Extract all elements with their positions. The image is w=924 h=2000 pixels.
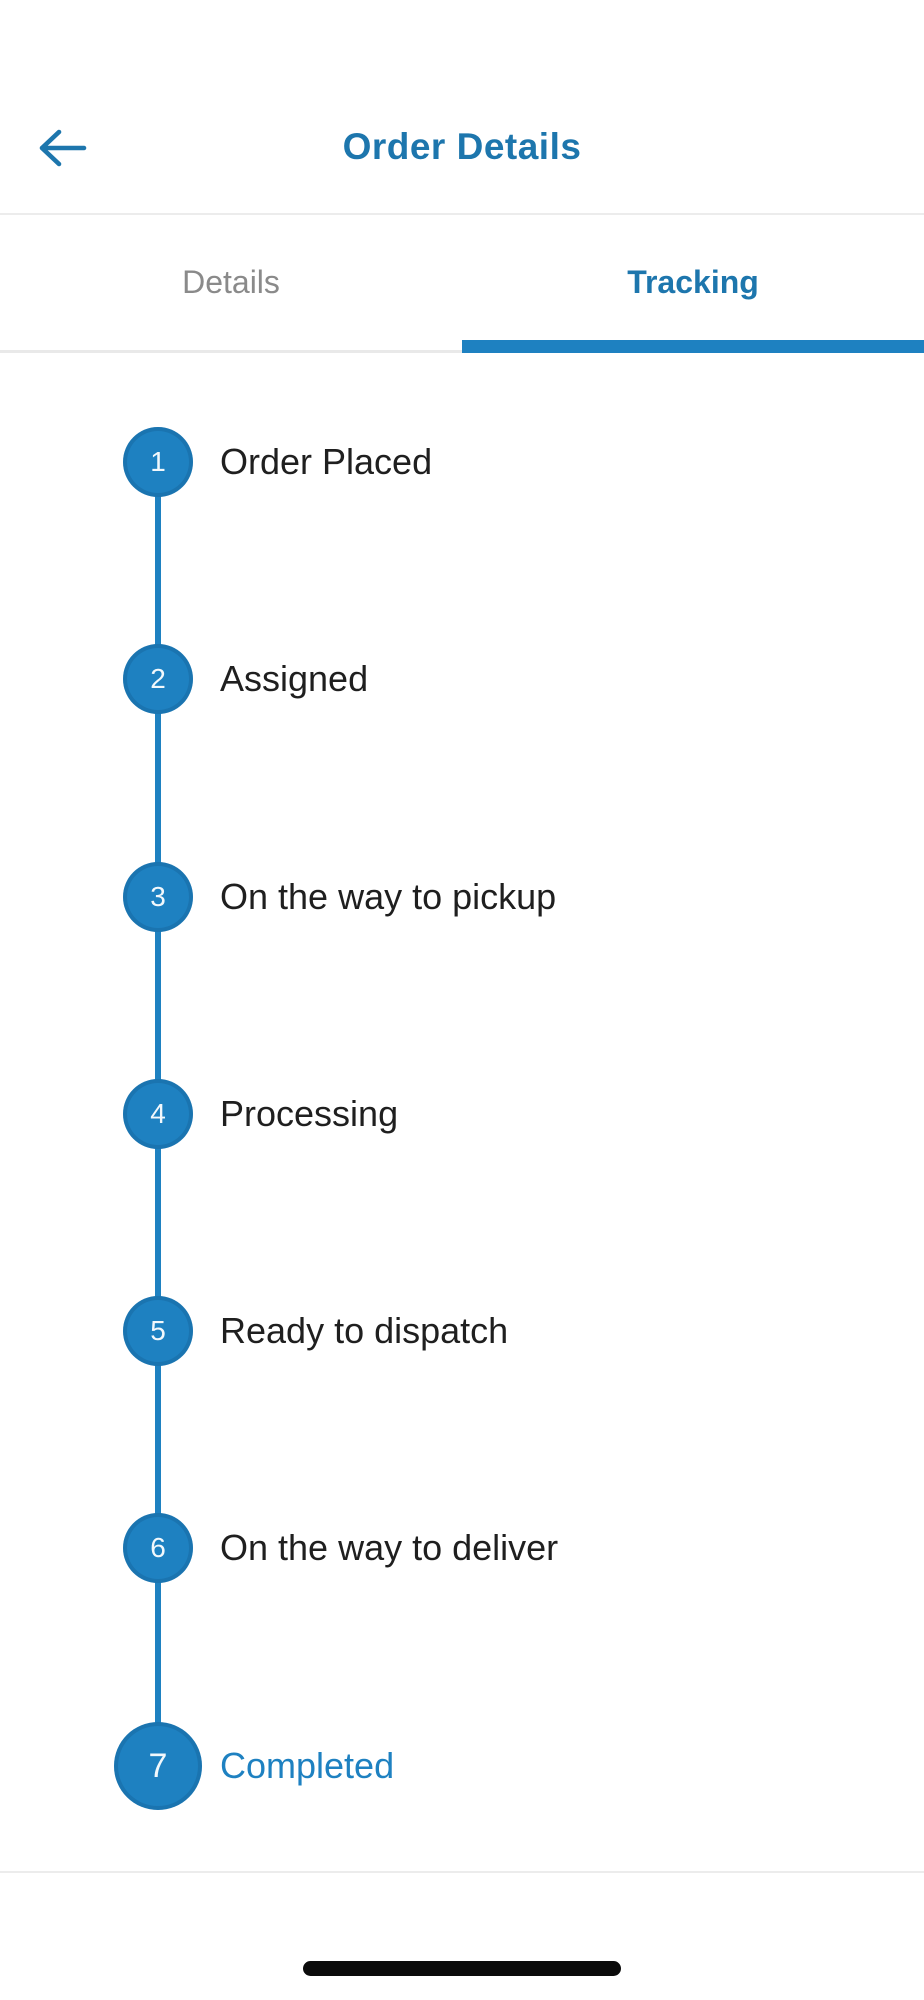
step-circle: 7 — [114, 1722, 202, 1810]
step-circle: 1 — [123, 427, 193, 497]
home-indicator-bar[interactable] — [303, 1961, 621, 1976]
timeline-step: 6 On the way to deliver — [123, 1513, 558, 1583]
step-circle: 2 — [123, 644, 193, 714]
step-number: 4 — [150, 1098, 166, 1129]
step-label: Order Placed — [220, 441, 433, 482]
timeline-step: 2 Assigned — [123, 644, 368, 714]
step-number: 3 — [150, 881, 166, 912]
step-circle: 5 — [123, 1296, 193, 1366]
step-label: Ready to dispatch — [220, 1310, 509, 1351]
step-number: 2 — [150, 663, 166, 694]
tab-bar: Details Tracking — [0, 213, 924, 353]
step-number: 7 — [148, 1747, 168, 1785]
header-bar: Order Details — [0, 0, 924, 213]
tab-details[interactable]: Details — [182, 264, 280, 300]
timeline-step: 5 Ready to dispatch — [123, 1296, 508, 1366]
step-number: 6 — [150, 1532, 166, 1563]
timeline-step: 4 Processing — [123, 1079, 398, 1149]
timeline-step: 1 Order Placed — [123, 427, 432, 497]
step-number: 5 — [150, 1315, 166, 1346]
step-circle: 6 — [123, 1513, 193, 1583]
step-label: Processing — [220, 1093, 399, 1134]
step-label: Assigned — [220, 658, 369, 699]
step-circle: 4 — [123, 1079, 193, 1149]
step-label: On the way to pickup — [220, 876, 557, 917]
arrow-left-icon — [36, 127, 88, 169]
step-label: Completed — [220, 1745, 395, 1786]
bottom-divider — [0, 1871, 924, 1873]
step-label: On the way to deliver — [220, 1527, 559, 1568]
step-circle: 3 — [123, 862, 193, 932]
timeline-step: 3 On the way to pickup — [123, 862, 556, 932]
step-number: 1 — [150, 446, 166, 477]
back-button[interactable] — [30, 118, 94, 178]
page-title: Order Details — [342, 126, 582, 167]
tab-tracking[interactable]: Tracking — [462, 215, 924, 353]
timeline-step: 7 Completed — [114, 1722, 394, 1810]
